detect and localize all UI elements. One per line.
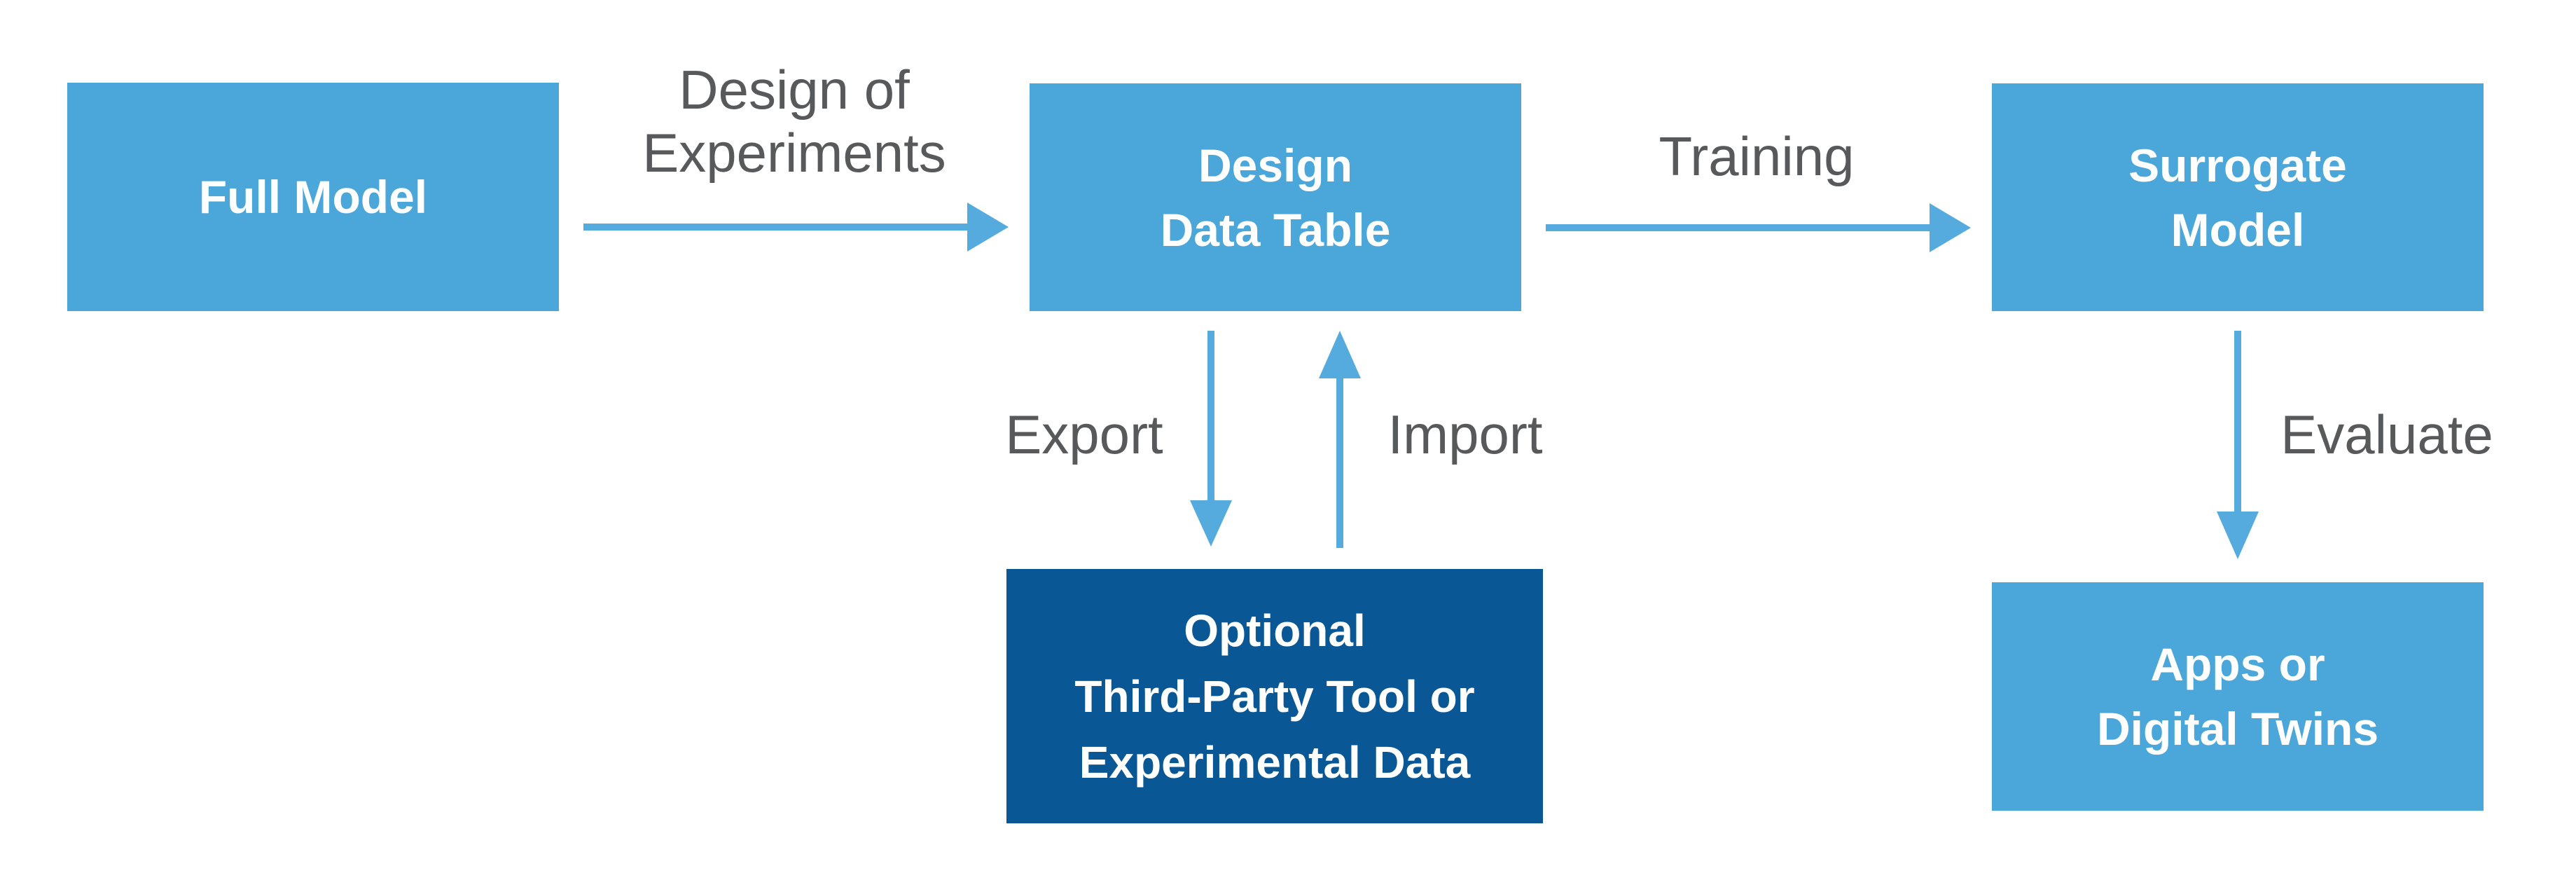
arrow-design-of-experiments — [583, 203, 1009, 252]
label-training: Training — [1659, 125, 1855, 187]
arrow-export — [1190, 331, 1232, 547]
box-third-party-tool-label: Optional Third-Party Tool or Experimenta… — [1074, 605, 1475, 788]
box-full-model: Full Model — [67, 83, 559, 311]
label-export: Export — [1005, 404, 1163, 465]
arrowhead-right-icon — [967, 203, 1009, 252]
box-apps-digital-twins-label: Apps or Digital Twins — [2096, 638, 2379, 755]
arrow-training — [1546, 203, 1971, 252]
box-apps-digital-twins: Apps or Digital Twins — [1992, 582, 2484, 811]
arrowhead-right-icon — [1930, 203, 1971, 252]
box-full-model-label: Full Model — [198, 171, 428, 223]
box-third-party-tool: Optional Third-Party Tool or Experimenta… — [1006, 569, 1543, 823]
arrowhead-down-icon — [2217, 512, 2259, 559]
arrow-import — [1319, 331, 1361, 548]
arrow-evaluate — [2217, 331, 2259, 559]
box-surrogate-model: Surrogate Model — [1992, 83, 2484, 311]
box-surrogate-model-label: Surrogate Model — [2128, 139, 2347, 256]
label-evaluate: Evaluate — [2280, 404, 2493, 465]
label-import: Import — [1387, 404, 1543, 465]
label-design-of-experiments: Design of Experiments — [642, 59, 946, 184]
arrowhead-down-icon — [1190, 500, 1232, 547]
box-design-data-table: Design Data Table — [1030, 83, 1521, 311]
box-design-data-table-label: Design Data Table — [1160, 139, 1391, 256]
arrowhead-up-icon — [1319, 331, 1361, 378]
